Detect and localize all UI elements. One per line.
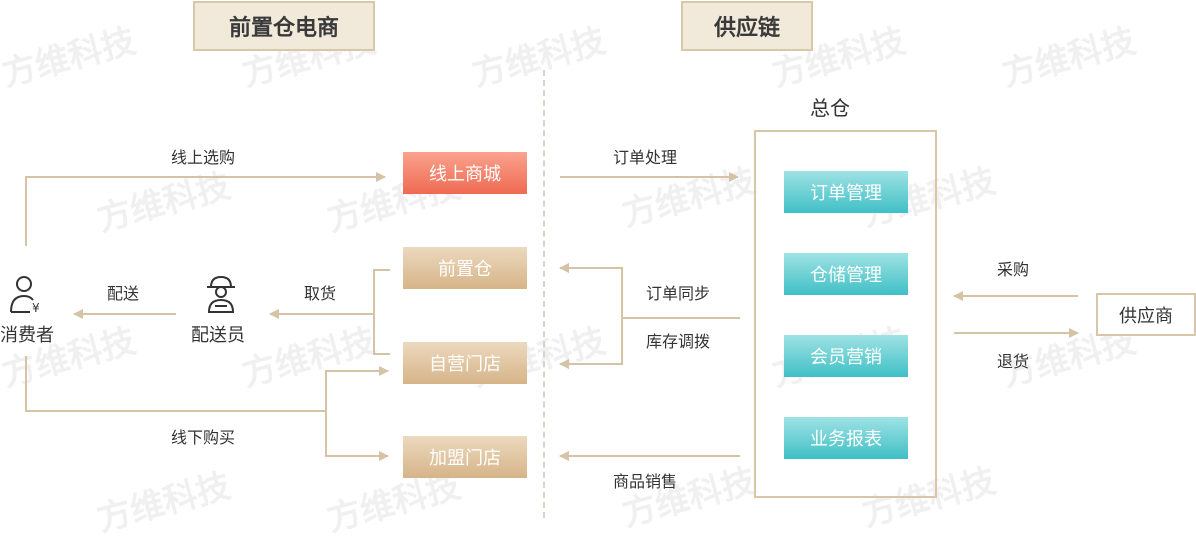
consumer-label: 消费者: [0, 325, 54, 346]
hq-module-order-management: 订单管理: [784, 171, 908, 213]
label-offline-purchase: 线下购买: [171, 428, 236, 447]
hq-module-warehouse-management: 仓储管理: [784, 253, 908, 295]
courier-icon: [207, 275, 235, 313]
label-online-purchase: 线上选购: [171, 148, 236, 167]
edge-online-purchase: [25, 172, 386, 246]
courier-label: 配送员: [191, 325, 245, 346]
label-product-sales: 商品销售: [613, 472, 678, 491]
online-mall-box: 线上商城: [403, 152, 527, 194]
label-order-sync: 订单同步: [646, 284, 711, 303]
edge-sync-to-store: [559, 318, 623, 369]
label-procurement: 采购: [997, 260, 1030, 279]
edge-pickup-bracket: [373, 269, 390, 355]
section-header-front-warehouse-ecommerce: 前置仓电商: [193, 1, 375, 51]
label-order-processing: 订单处理: [613, 148, 678, 167]
section-header-supply-chain: 供应链: [681, 1, 813, 51]
hq-title: 总仓: [810, 96, 850, 120]
hq-module-business-reports: 业务报表: [784, 417, 908, 459]
section-divider: [543, 70, 545, 518]
label-return: 退货: [997, 352, 1030, 371]
label-deliver: 配送: [107, 284, 140, 303]
supplier-box: 供应商: [1096, 293, 1196, 336]
label-pickup: 取货: [304, 284, 337, 303]
self-store-box: 自营门店: [403, 342, 527, 384]
label-inventory-transfer: 库存调拨: [646, 332, 711, 351]
hq-frame: [754, 130, 937, 498]
svg-text:¥: ¥: [32, 301, 40, 314]
edge-offline-self-store: [325, 366, 389, 411]
hq-module-member-marketing: 会员营销: [784, 335, 908, 377]
franchise-store-box: 加盟门店: [403, 436, 527, 478]
front-warehouse-box: 前置仓: [403, 247, 527, 289]
consumer-icon: ¥: [10, 276, 40, 314]
edge-offline-franchise: [325, 411, 389, 461]
edge-sync-to-front: [559, 263, 623, 318]
edge-offline-purchase: [25, 356, 326, 412]
